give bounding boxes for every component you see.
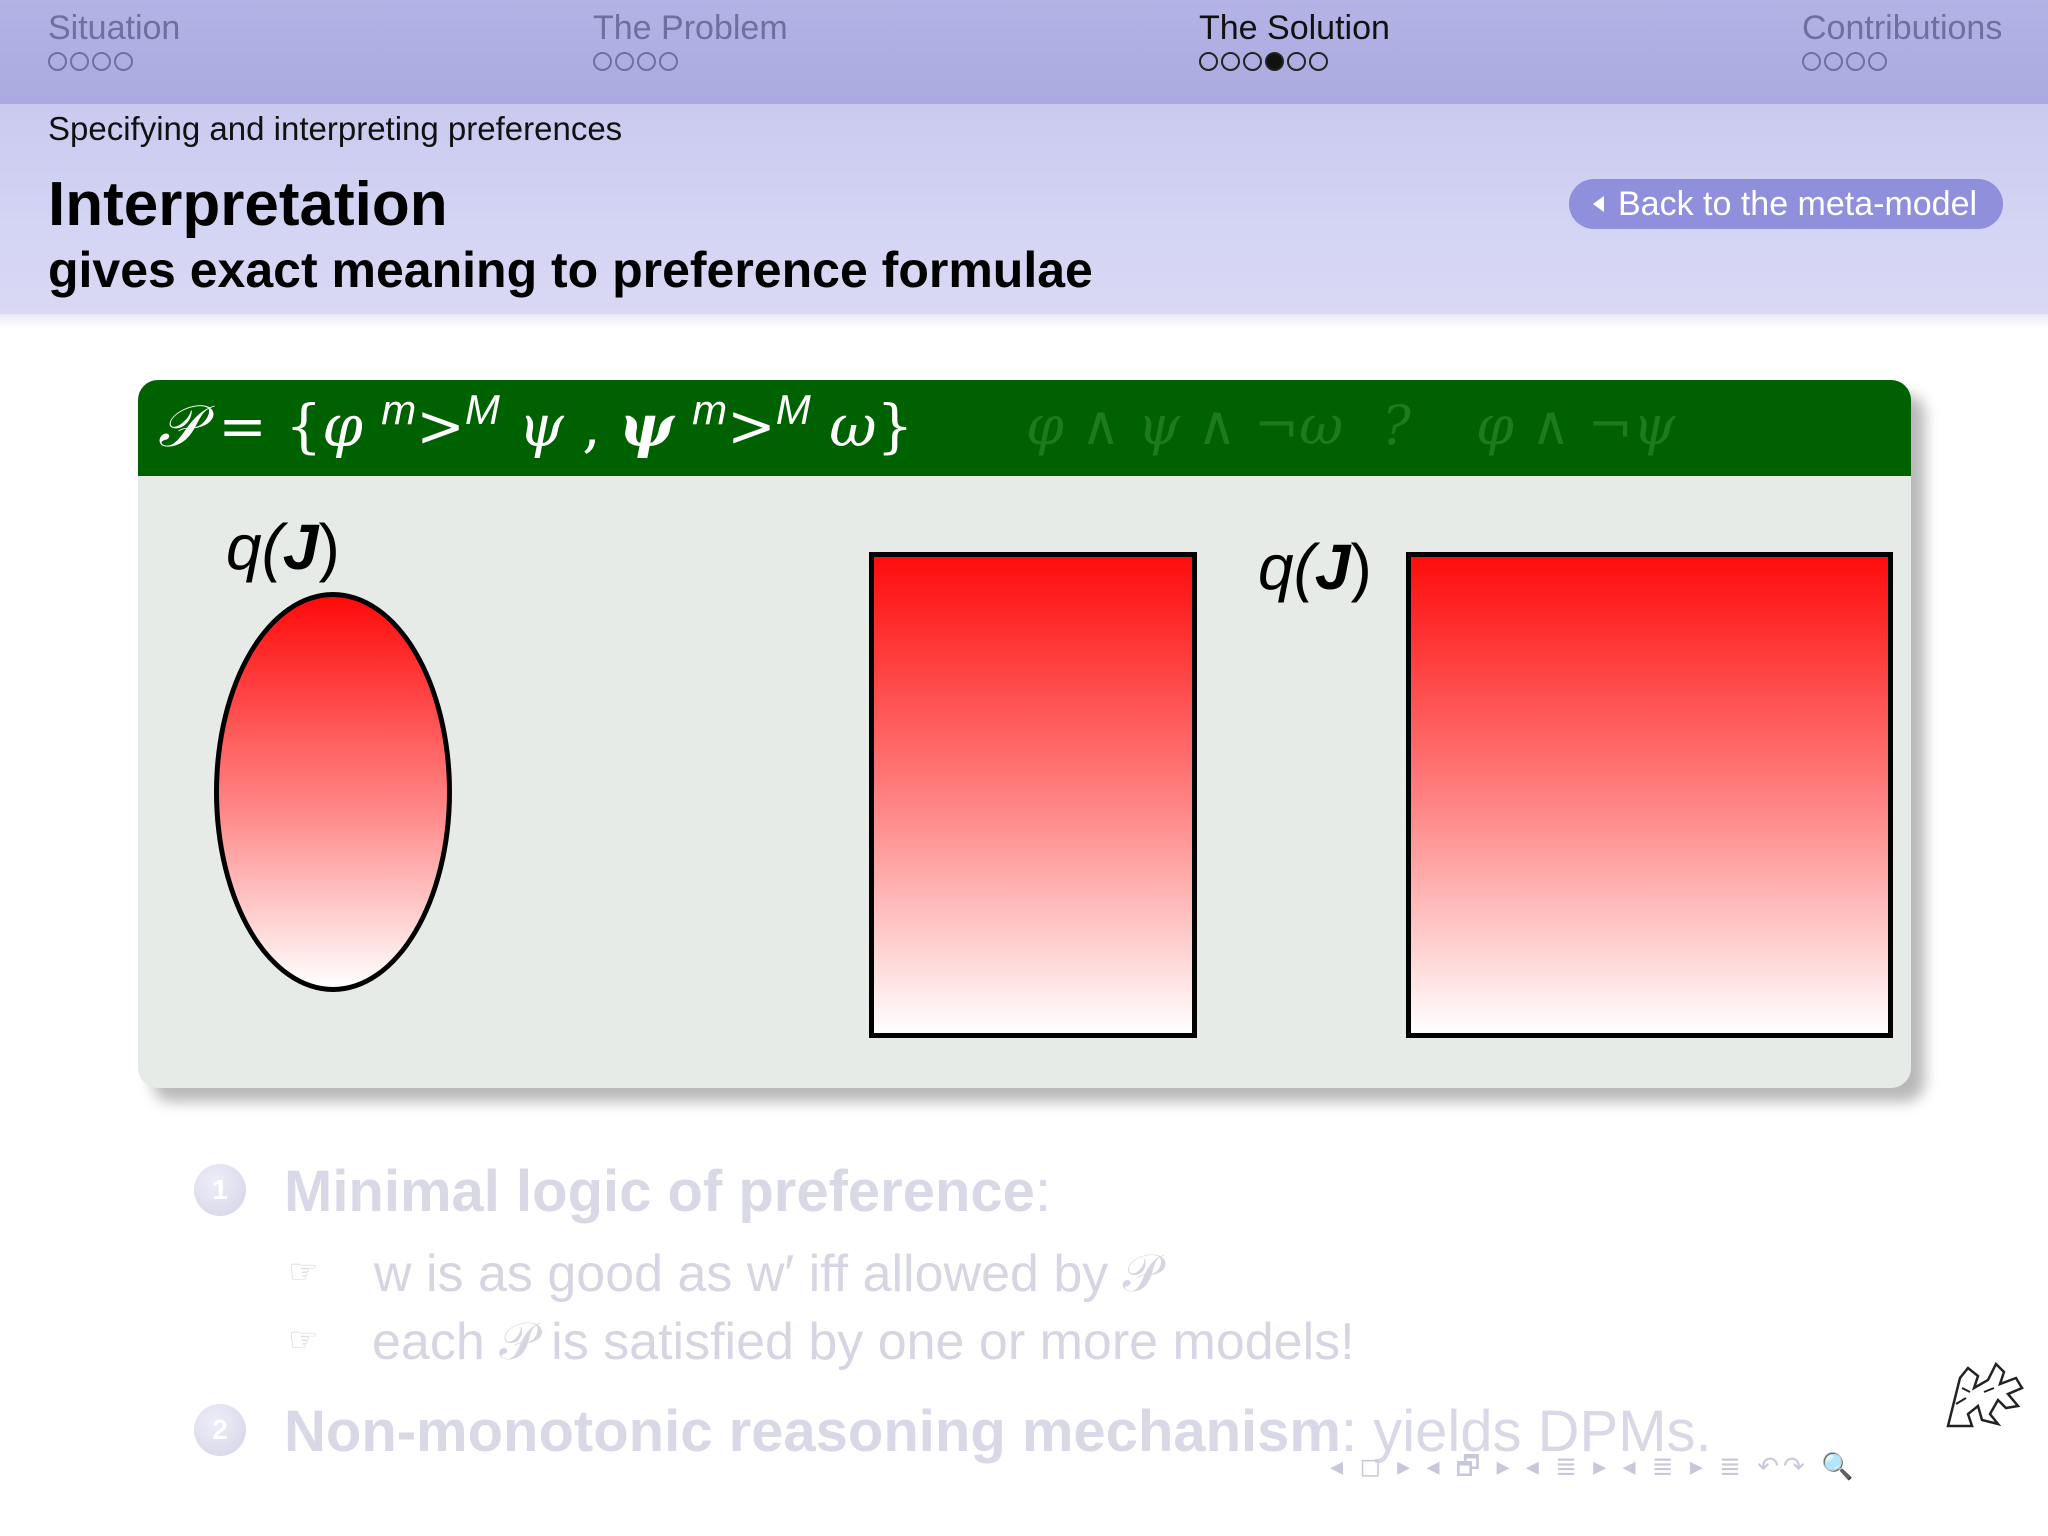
nav-dots [1802,52,2002,71]
operator-gt-2: > [727,392,776,460]
nav-section-title[interactable]: The Solution [1199,9,1390,47]
back-arrow-icon [1593,196,1604,212]
item-2-bold: Non-monotonic reasoning mechanism [284,1399,1341,1464]
university-lion-logo-icon [1946,1361,2024,1428]
nav-slide-dot[interactable] [1846,52,1865,71]
item-1-bold: Minimal logic of preference [284,1159,1035,1224]
nav-slide-dot[interactable] [659,52,678,71]
nav-slide-dot[interactable] [1868,52,1887,71]
item-1-rest: : [1034,1159,1052,1224]
operator-M-2: M [775,386,811,433]
operator-gt: > [416,392,465,460]
nav-slide-dot-current[interactable] [1265,52,1284,71]
operator-m: m [381,386,417,433]
q-label-J: J [282,511,319,583]
back-button-label: Back to the meta-model [1618,184,1978,223]
pointing-hand-icon: ☞ [288,1320,319,1360]
nav-dots [1199,52,1390,71]
nav-slide-dot[interactable] [1802,52,1821,71]
formula-phi: φ [322,392,363,460]
nav-slide-dot[interactable] [1243,52,1262,71]
nav-section-the-problem[interactable]: The Problem [593,6,788,71]
nav-section-situation[interactable]: Situation [48,6,180,71]
nav-slide-dot[interactable] [1199,52,1218,71]
formula-psi: ψ [518,392,564,460]
back-to-meta-model-button[interactable]: Back to the meta-model [1569,179,2003,229]
formula-psi-2: ψ [619,392,674,460]
models-rectangle-right [1406,552,1893,1038]
ghost-formula-2: φ ∧ ¬ψ [1476,394,1676,457]
q-label-close: ) [318,511,340,583]
nav-slide-dot[interactable] [615,52,634,71]
example-block: 𝒫 = {φ m>M ψ , ψ m>M ω} φ ∧ ψ ∧ ¬ω ? φ ∧… [138,380,1911,1088]
formula-omega: ω [829,392,877,460]
beamer-navigation-symbols[interactable]: ◂ ◻ ▸ ◂ 🗗 ▸ ◂ ≣ ▸ ◂ ≣ ▸ ≣ ↶↷ 🔍 [1330,1452,1858,1482]
frame-title: Interpretation [48,170,448,239]
formula-P: 𝒫 [158,392,200,460]
nav-slide-dot[interactable] [637,52,656,71]
preference-formula: 𝒫 = {φ m>M ψ , ψ m>M ω} [158,386,913,472]
q-label-close: ) [1350,531,1372,603]
item-number-ball-2: 2 [194,1404,246,1456]
q-label-text: q( [1258,531,1315,603]
nav-slide-dot[interactable] [92,52,111,71]
nav-slide-dot[interactable] [1287,52,1306,71]
q-of-J-label-2: q(J) [1258,530,1372,604]
q-label-J: J [1314,531,1351,603]
nav-section-title[interactable]: Situation [48,9,181,47]
formula-eq: = { [199,392,323,460]
ghost-formula-1: φ ∧ ψ ∧ ¬ω [1026,394,1344,457]
operator-m-2: m [692,386,728,433]
operator-M: M [464,386,500,433]
nav-slide-dot[interactable] [114,52,133,71]
subitem-1: w is as good as w′ iff allowed by 𝒫 [374,1245,1161,1303]
nav-slide-dot[interactable] [593,52,612,71]
frame-subtitle: gives exact meaning to preference formul… [48,242,1093,298]
item-number-ball-1: 1 [194,1164,246,1216]
item-2-rest: : yields DPMs. [1341,1399,1712,1464]
nav-dots [48,52,180,71]
q-of-J-label-1: q(J) [226,510,340,584]
block-title-bar: 𝒫 = {φ m>M ψ , ψ m>M ω} φ ∧ ψ ∧ ¬ω ? φ ∧… [138,380,1911,476]
nav-slide-dot[interactable] [70,52,89,71]
nav-section-title[interactable]: Contributions [1802,9,2003,47]
models-rectangle-middle [869,552,1197,1038]
nav-slide-dot[interactable] [1309,52,1328,71]
pointing-hand-icon: ☞ [288,1252,319,1292]
nav-section-title[interactable]: The Problem [593,9,788,47]
ghost-question-mark: ? [1382,394,1411,457]
nav-slide-dot[interactable] [1824,52,1843,71]
nav-slide-dot[interactable] [48,52,67,71]
nav-section-the-solution[interactable]: The Solution [1199,6,1390,71]
subitem-2: each 𝒫 is satisfied by one or more model… [372,1313,1355,1371]
header-shadow [0,314,2048,328]
item-1: Minimal logic of preference: [284,1158,1051,1225]
subsection-title: Specifying and interpreting preferences [48,110,623,147]
nav-slide-dot[interactable] [1221,52,1240,71]
section-navigation-bar: Situation The Problem The Solution Contr… [0,0,2048,104]
item-2: Non-monotonic reasoning mechanism: yield… [284,1398,1712,1465]
formula-comma: , [563,392,620,460]
nav-section-contributions[interactable]: Contributions [1802,6,2002,71]
q-label-text: q( [226,511,283,583]
nav-dots [593,52,788,71]
formula-close: } [876,392,914,460]
models-ellipse [214,592,452,992]
